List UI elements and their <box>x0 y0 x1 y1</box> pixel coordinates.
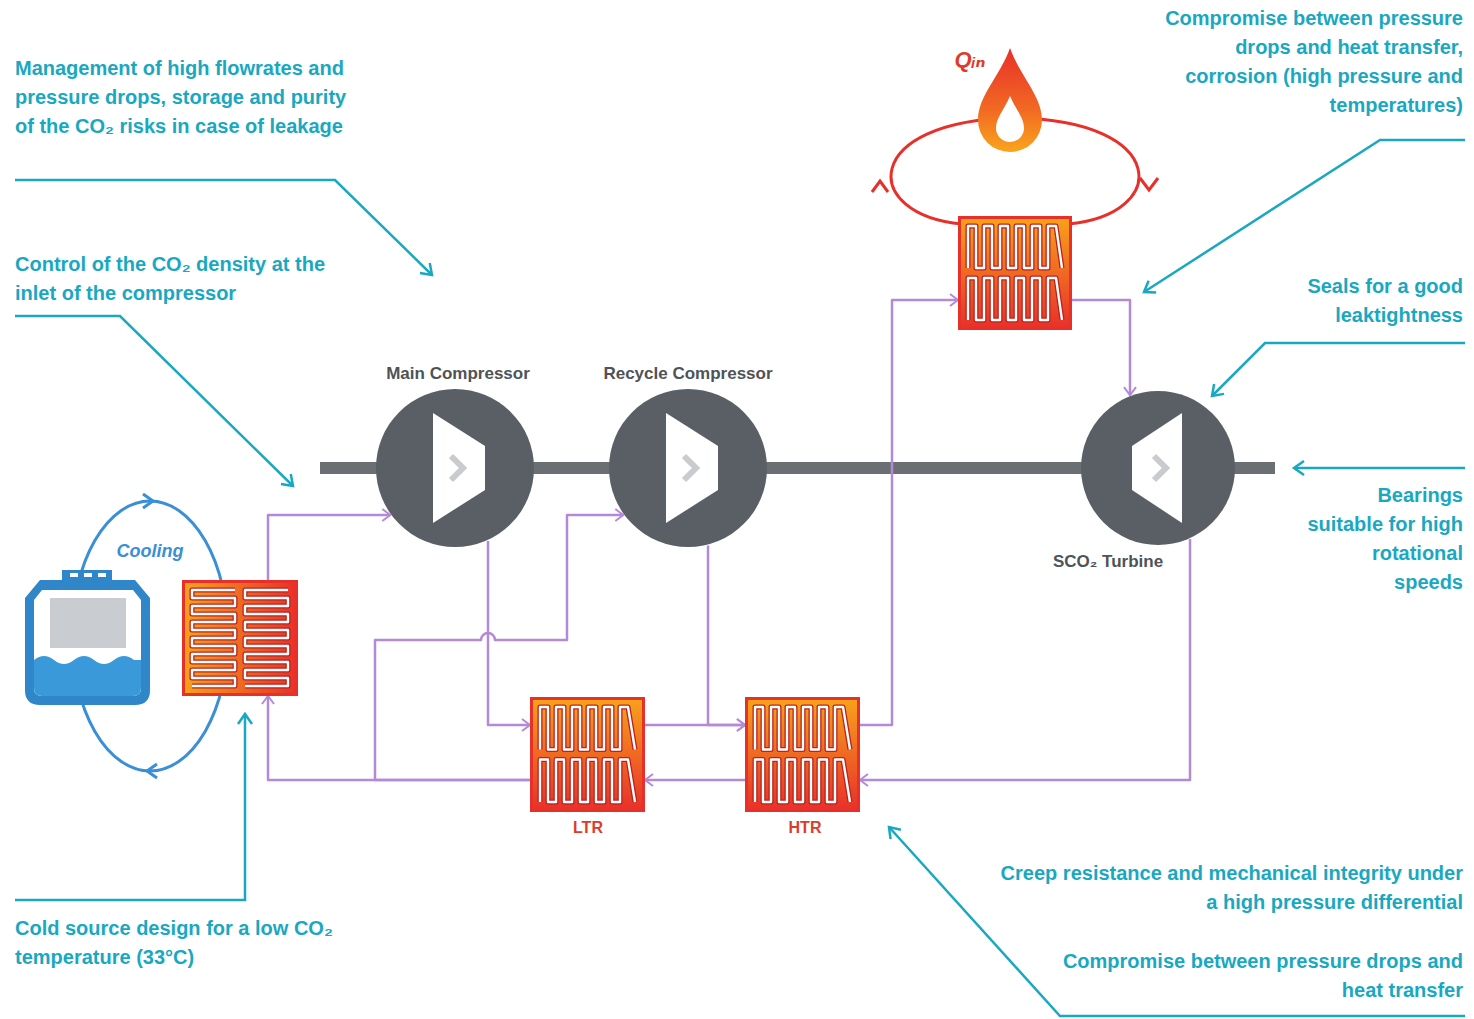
callout-note: Compromise between pressure drops and he… <box>1043 947 1463 1005</box>
flow-line <box>860 300 958 725</box>
callout-note: Creep resistance and mechanical integrit… <box>993 859 1463 917</box>
callout-note: Seals for a good leaktightness <box>1263 272 1463 330</box>
main-compressor: Main Compressor <box>375 388 535 548</box>
node-label: Cooling <box>117 541 184 563</box>
flow-line <box>1072 300 1130 395</box>
node-label: Recycle Compressor <box>603 364 772 384</box>
flow-line <box>860 539 1190 780</box>
cooler-exchanger: Cooling <box>182 580 298 696</box>
leader-line <box>1294 467 1465 470</box>
exchanger-shape <box>745 697 860 812</box>
machine-shape <box>375 388 535 548</box>
callout-note: Compromise between pressure drops and he… <box>1163 4 1463 120</box>
heat-loop-arrow <box>1140 178 1158 190</box>
flow-line <box>268 696 530 780</box>
flow-line <box>708 546 745 726</box>
node-label: Qᵢₙ <box>955 47 986 73</box>
leader-line <box>15 714 245 900</box>
cooling-arrow <box>147 764 157 778</box>
exchanger-shape <box>182 580 298 696</box>
callout-note: Control of the CO₂ density at the inlet … <box>15 250 335 308</box>
node-label: Main Compressor <box>386 364 530 384</box>
flame-core <box>996 96 1024 142</box>
callout-note: Management of high flowrates and pressur… <box>15 54 355 141</box>
recycle-compressor: Recycle Compressor <box>608 388 768 548</box>
cooling-arrow <box>143 494 153 508</box>
sco2-turbine: SCO₂ Turbine <box>1080 390 1236 546</box>
cold-source-tank <box>25 570 150 705</box>
heat-loop-arrow <box>872 181 888 192</box>
flame-icon <box>978 48 1042 152</box>
leader-line <box>889 827 1465 1016</box>
callout-note: Cold source design for a low CO₂ tempera… <box>15 914 335 972</box>
machine-shape <box>608 388 768 548</box>
flow-line <box>645 779 745 782</box>
flow-line <box>488 541 530 725</box>
ltr-recuperator: LTR <box>530 697 645 812</box>
callout-note: Bearings suitable for high rotational sp… <box>1303 481 1463 597</box>
leader-line <box>1212 343 1465 396</box>
machine-shape <box>1080 390 1236 546</box>
exchanger-shape <box>958 216 1072 330</box>
heater-exchanger: Qᵢₙ <box>958 216 1072 330</box>
node-label: SCO₂ Turbine <box>1053 552 1163 572</box>
flow-line <box>268 515 390 580</box>
leader-line <box>1144 140 1465 292</box>
exchanger-shape <box>530 697 645 812</box>
node-label: HTR <box>789 818 822 837</box>
leader-line <box>15 316 293 486</box>
htr-recuperator: HTR <box>745 697 860 812</box>
node-label: LTR <box>573 818 603 837</box>
